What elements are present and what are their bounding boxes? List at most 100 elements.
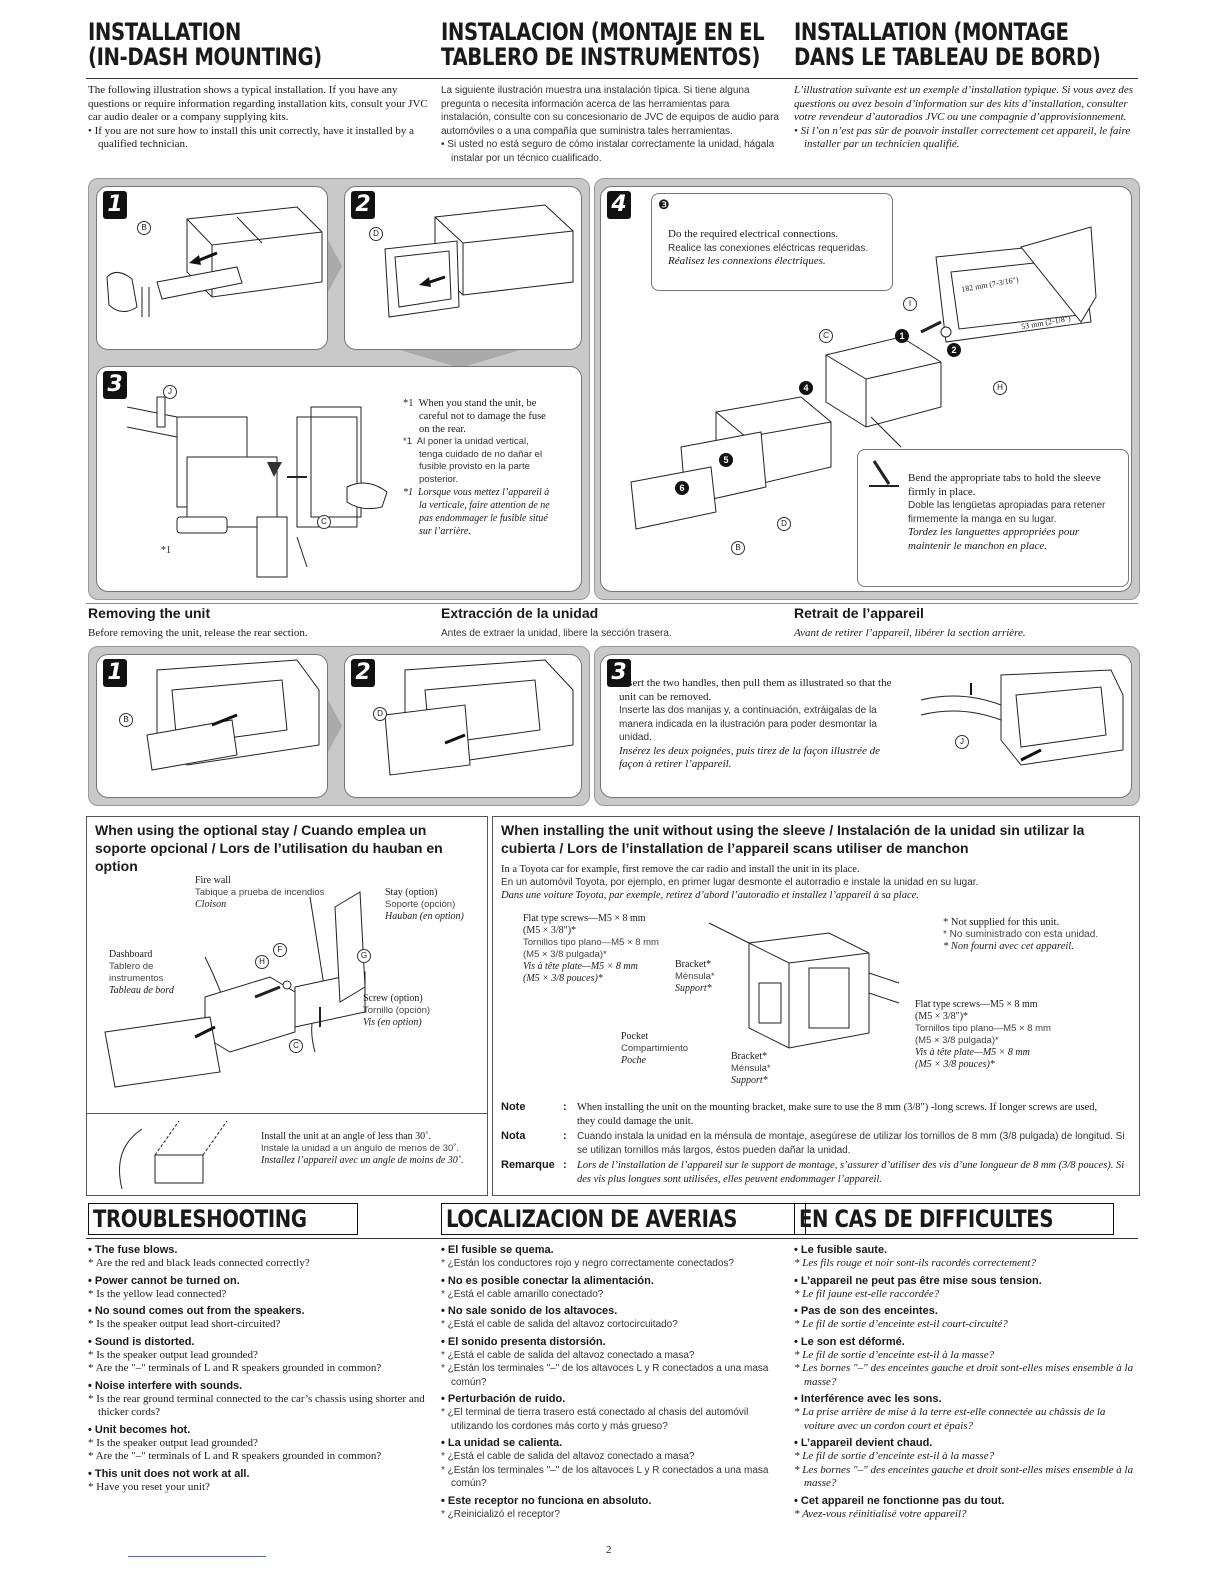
remove-step3-fr: Insérez les deux poignées, puis tirez de… [619, 744, 880, 771]
symptom: • No es posible conectar la alimentación… [441, 1274, 654, 1287]
title-en: INSTALLATION(IN-DASH MOUNTING) [88, 18, 322, 71]
check-item: * Le fil de sortie d’enceinte est-il cou… [794, 1318, 1008, 1330]
check-item: * Le fil de sortie d’enceinte est-il à l… [794, 1450, 995, 1462]
symptom: • Pas de son des enceintes. [794, 1305, 938, 1317]
connections-callout: ❸ Do the required electrical connections… [651, 193, 893, 291]
label-f: F [273, 943, 287, 957]
step-bullet-5: 5 [719, 453, 733, 467]
symptom: • Noise interfere with sounds. [88, 1379, 243, 1392]
symptom: • El sonido presenta distorsión. [441, 1335, 606, 1348]
check-item: * ¿Está el cable de salida del altavoz c… [441, 1319, 678, 1330]
step3-badge: 3 [103, 371, 127, 399]
symptom: • No sale sonido de los altavoces. [441, 1305, 618, 1317]
check-item: * Have you reset your unit? [88, 1480, 210, 1493]
sleeve-illustration [708, 922, 900, 1049]
symptom: • Cet appareil ne fonctionne pas du tout… [794, 1494, 1005, 1507]
symptom: • La unidad se calienta. [441, 1437, 563, 1449]
removing-text-es: Antes de extraer la unidad, libere la se… [441, 628, 672, 639]
remove-step3-box: 3 Insert the two handles, then pull them… [600, 654, 1132, 798]
step-bullet-2: 2 [947, 343, 961, 357]
check-item: * Les bornes "–" des enceintes gauche et… [794, 1362, 1134, 1388]
check-item: * Is the rear ground terminal connected … [88, 1392, 425, 1419]
footer-link-line [128, 1556, 266, 1557]
label-c4: C [819, 329, 833, 343]
flat-screws-right-label: Flat type screws—M5 × 8 mm (M5 × 3/8")* … [915, 999, 1051, 1070]
check-item: * Les fils rouge et noir sont-ils racord… [794, 1257, 1036, 1269]
removing-title-es: Extracción de la unidad [441, 605, 599, 621]
step-bullet-1: 1 [895, 329, 909, 343]
note-label-fr: Remarque [501, 1159, 555, 1171]
check-item: * Is the yellow lead connected? [88, 1287, 227, 1300]
bend-fr: Tordez les languettes appropriées pour m… [908, 526, 1080, 552]
remove-step3-es: Inserte las dos manijas y, a continuació… [619, 705, 877, 743]
step4-box: 4 ❸ Do the required electrical connectio… [600, 186, 1132, 592]
remove-label-b: B [119, 713, 133, 727]
arrow-right-icon [328, 700, 342, 752]
check-item: * Are the "–" terminals of L and R speak… [88, 1362, 382, 1374]
callout-num: ❸ [658, 198, 670, 213]
stay-option-label: Stay (option) Soporte (opción) Hauban (e… [385, 887, 464, 922]
troubleshooting-title-en: TROUBLESHOOTING [88, 1203, 359, 1235]
firewall-label: Fire wall Tabique a prueba de incendios … [195, 875, 325, 910]
check-item: * ¿Está el cable amarillo conectado? [441, 1288, 604, 1300]
bend-tabs-callout: Bend the appropriate tabs to hold the sl… [857, 449, 1129, 587]
check-item: * ¿Está el cable de salida del altavoz c… [441, 1451, 695, 1462]
sleeve-intro: In a Toyota car for example, first remov… [501, 864, 979, 901]
check-item: * ¿El terminal de tierra trasero está co… [441, 1407, 749, 1432]
bracket-upper-label: Bracket* Ménsula* Support* [675, 959, 715, 994]
intro-en: The following illustration shows a typic… [88, 84, 428, 150]
check-item: * Is the speaker output lead short-circu… [88, 1318, 281, 1330]
check-item: * Le fil de sortie d’enceinte est-il à l… [794, 1348, 995, 1361]
label-j: J [163, 385, 177, 399]
check-item: * ¿Están los terminales "–" de los altav… [441, 1363, 769, 1388]
no-sleeve-box: When installing the unit without using t… [492, 816, 1140, 1196]
pocket-label: Pocket Compartimiento Poche [621, 1031, 689, 1066]
label-b: B [137, 221, 151, 235]
troubleshooting-list-fr: • Le fusible saute.* Les fils rouge et n… [794, 1240, 1134, 1521]
remove-step3-illustration [920, 669, 1124, 766]
symptom: • Perturbación de ruido. [441, 1393, 566, 1405]
note-label-es: Nota [501, 1130, 526, 1142]
note-label-en: Note [501, 1101, 526, 1113]
label-h: H [993, 381, 1007, 395]
check-item: * ¿Está el cable de salida del altavoz c… [441, 1349, 695, 1361]
step4-badge: 4 [607, 191, 631, 219]
arrow-down-icon [400, 350, 520, 368]
page-number: 2 [606, 1544, 612, 1556]
check-item: * La prise arrière de mise à la terre es… [794, 1406, 1106, 1432]
intro-fr: L’illustration suivante est un exemple d… [794, 84, 1134, 150]
step2-badge: 2 [351, 191, 375, 219]
step-bullet-6: 6 [675, 481, 689, 495]
dashboard-label: Dashboard Tablero de instrumentos Tablea… [109, 949, 174, 996]
troubleshooting-title-fr: EN CAS DE DIFFICULTES [794, 1203, 1114, 1235]
note-en: When installing the unit on the mounting… [577, 1102, 1098, 1127]
label-i: I [903, 297, 917, 311]
check-item: * Avez-vous réinitialisé votre appareil? [794, 1507, 967, 1520]
remove-step2-box: 2 D [344, 654, 582, 798]
symptom: • No sound comes out from the speakers. [88, 1305, 305, 1317]
check-item: * Le fil jaune est-elle raccordée? [794, 1287, 940, 1300]
symptom: • Le fusible saute. [794, 1244, 888, 1256]
step2-box: 2 D [344, 186, 582, 350]
symptom: • Sound is distorted. [88, 1335, 195, 1348]
flat-screws-left-label: Flat type screws—M5 × 8 mm (M5 × 3/8")* … [523, 913, 659, 984]
label-c: C [317, 515, 331, 529]
bend-es: Doble las lengüetas apropiadas para rete… [908, 500, 1106, 525]
removing-title-fr: Retrait de l’appareil [794, 605, 924, 621]
step1-badge: 1 [103, 191, 127, 219]
connections-fr: Réalisez les connexions électriques. [668, 255, 826, 267]
connections-es: Realice las conexiones eléctricas requer… [668, 242, 869, 254]
angle-illustration [119, 1120, 228, 1190]
symptom: • Le son est déformé. [794, 1335, 905, 1348]
optional-stay-box: When using the optional stay / Cuando em… [86, 816, 488, 1196]
symptom: • This unit does not work at all. [88, 1467, 250, 1480]
remove-step2-illustration [384, 659, 574, 776]
removing-text-fr: Avant de retirer l’appareil, libérer la … [794, 627, 1026, 639]
sleeve-title: When installing the unit without using t… [501, 822, 1085, 856]
stay-title: When using the optional stay / Cuando em… [95, 822, 443, 874]
remove-step3-badge: 3 [607, 659, 631, 687]
label-b4: B [731, 541, 745, 555]
label-d4: D [777, 517, 791, 531]
remove-label-j: J [955, 735, 969, 749]
